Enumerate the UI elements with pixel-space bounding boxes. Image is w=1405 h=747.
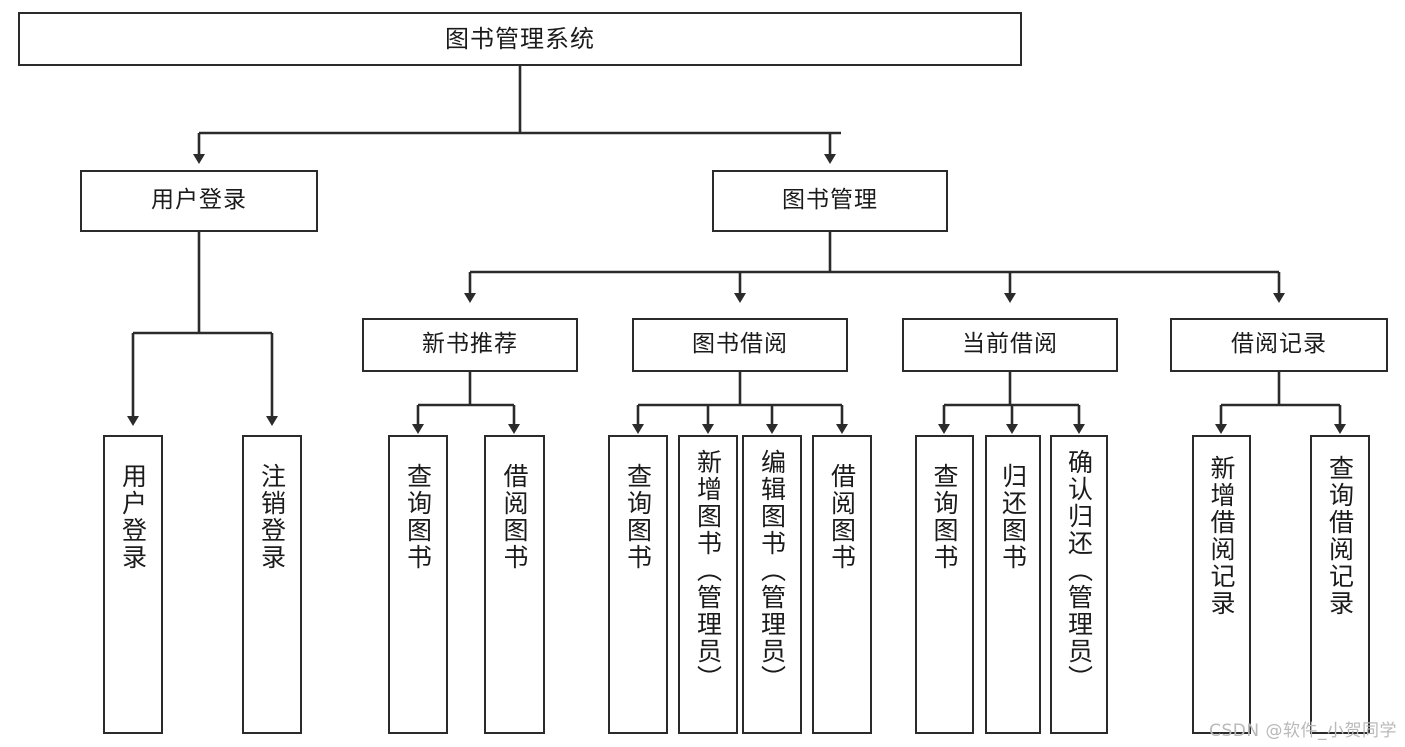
node-book-manage[interactable]: 图书管理 xyxy=(712,170,948,232)
node-leaf-query-book-2-label: 查询图书 xyxy=(623,463,653,571)
node-leaf-add-record-label: 新增借阅记录 xyxy=(1207,455,1236,617)
node-leaf-confirm-return-label: 确认归还（管理员） xyxy=(1064,449,1094,692)
node-leaf-borrow-book-2-label: 借阅图书 xyxy=(827,463,857,571)
watermark-text: CSDN @软件_小贺同学 xyxy=(1209,721,1397,741)
node-book-borrow[interactable]: 图书借阅 xyxy=(632,318,848,372)
node-current-borrow[interactable]: 当前借阅 xyxy=(902,318,1118,372)
node-new-book-recommend-label: 新书推荐 xyxy=(422,331,518,358)
node-borrow-record-label: 借阅记录 xyxy=(1231,331,1327,358)
node-leaf-user-logout[interactable]: 注销登录 xyxy=(242,435,302,734)
node-leaf-add-record[interactable]: 新增借阅记录 xyxy=(1192,435,1251,734)
node-leaf-borrow-book-1-label: 借阅图书 xyxy=(500,463,529,571)
node-borrow-record[interactable]: 借阅记录 xyxy=(1170,318,1388,372)
node-user-login-label: 用户登录 xyxy=(151,187,247,214)
node-leaf-user-login[interactable]: 用户登录 xyxy=(103,435,163,734)
node-leaf-query-book-3[interactable]: 查询图书 xyxy=(915,435,974,734)
node-leaf-add-book[interactable]: 新增图书（管理员） xyxy=(678,435,738,734)
node-leaf-user-login-label: 用户登录 xyxy=(118,463,148,571)
node-leaf-confirm-return[interactable]: 确认归还（管理员） xyxy=(1050,435,1108,734)
node-leaf-add-book-label: 新增图书（管理员） xyxy=(693,449,723,692)
node-leaf-edit-book[interactable]: 编辑图书（管理员） xyxy=(742,435,802,734)
node-leaf-query-record-label: 查询借阅记录 xyxy=(1325,455,1355,617)
node-user-login[interactable]: 用户登录 xyxy=(80,170,318,232)
node-leaf-query-book-1[interactable]: 查询图书 xyxy=(388,435,448,734)
node-book-borrow-label: 图书借阅 xyxy=(692,331,788,358)
node-root-label: 图书管理系统 xyxy=(445,24,595,53)
node-leaf-query-book-2[interactable]: 查询图书 xyxy=(608,435,668,734)
node-root[interactable]: 图书管理系统 xyxy=(18,12,1022,66)
node-leaf-edit-book-label: 编辑图书（管理员） xyxy=(757,449,787,692)
node-book-manage-label: 图书管理 xyxy=(782,187,878,214)
node-leaf-query-record[interactable]: 查询借阅记录 xyxy=(1310,435,1370,734)
node-leaf-return-book-label: 归还图书 xyxy=(998,463,1028,571)
node-current-borrow-label: 当前借阅 xyxy=(962,331,1058,358)
node-leaf-borrow-book-1[interactable]: 借阅图书 xyxy=(484,435,545,734)
node-leaf-query-book-1-label: 查询图书 xyxy=(403,463,433,571)
node-leaf-query-book-3-label: 查询图书 xyxy=(930,463,959,571)
node-new-book-recommend[interactable]: 新书推荐 xyxy=(362,318,578,372)
node-leaf-borrow-book-2[interactable]: 借阅图书 xyxy=(812,435,872,734)
node-leaf-return-book[interactable]: 归还图书 xyxy=(985,435,1041,734)
node-leaf-user-logout-label: 注销登录 xyxy=(257,463,287,571)
